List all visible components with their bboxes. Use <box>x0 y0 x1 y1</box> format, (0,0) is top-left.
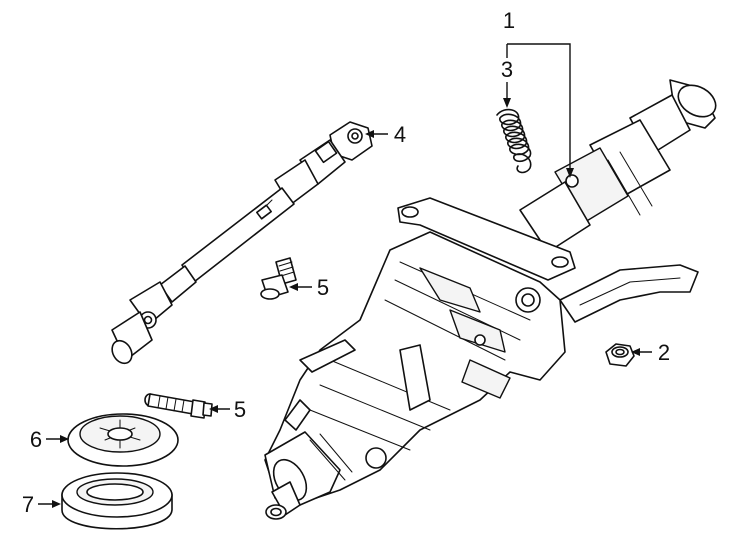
callout-7: 7 <box>22 492 34 517</box>
callout-3: 3 <box>501 57 513 82</box>
steering-column-assembly <box>264 79 717 520</box>
callout-6: 6 <box>30 427 42 452</box>
bolt-upper <box>260 257 297 300</box>
leader-lines <box>38 43 652 508</box>
callout-5-lower: 5 <box>234 397 246 422</box>
callout-2: 2 <box>658 340 670 365</box>
nut <box>605 343 635 367</box>
boot-seal <box>67 413 179 467</box>
bolt-lower <box>144 393 213 419</box>
spring <box>496 108 532 174</box>
intermediate-shaft <box>111 121 373 365</box>
grommet <box>61 472 173 530</box>
callout-5-upper: 5 <box>317 275 329 300</box>
callout-1: 1 <box>503 8 515 33</box>
callout-4: 4 <box>394 122 406 147</box>
